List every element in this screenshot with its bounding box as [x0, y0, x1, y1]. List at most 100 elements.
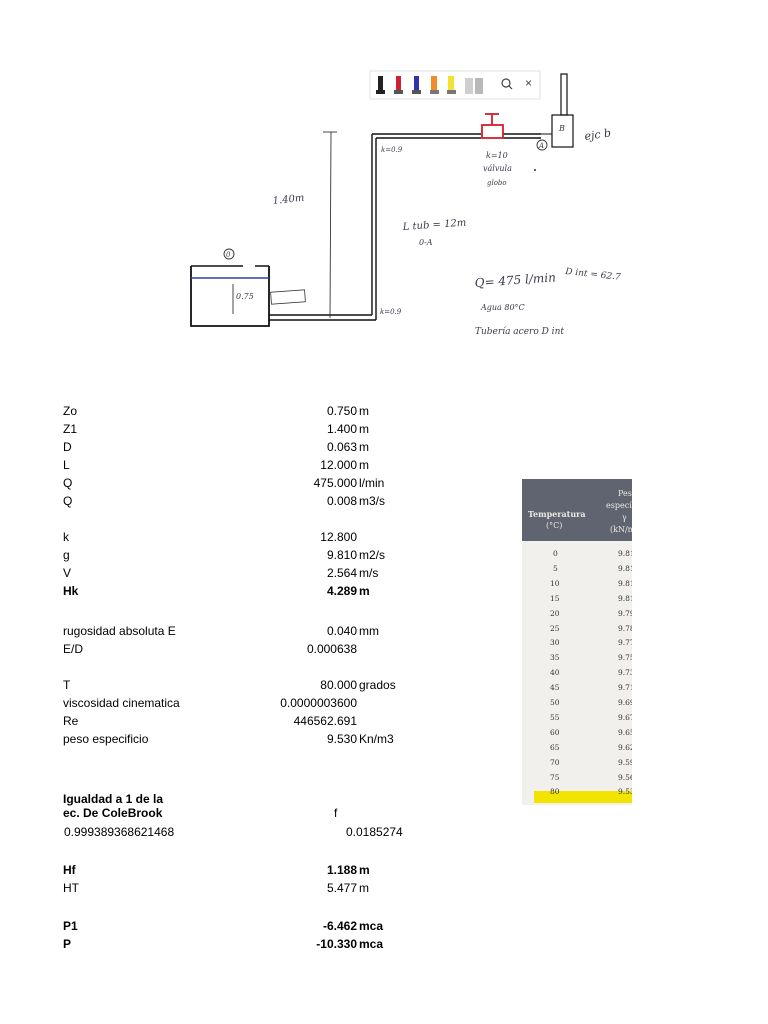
table-peso-cell: 9.69: [618, 698, 632, 707]
pen-toolbar[interactable]: ×: [369, 70, 541, 100]
table-temp-cell: 30: [550, 638, 560, 648]
table-header: Temperatura (°C) Peso específico γ (kN/m: [522, 479, 632, 541]
row-unit: m: [359, 584, 370, 598]
highlighter-yellow-icon[interactable]: [447, 76, 456, 94]
friction-factor-header: f: [334, 806, 338, 820]
table-peso-cell: 9.67: [618, 712, 632, 722]
row-label: E/D: [63, 642, 84, 656]
pen-blue-icon[interactable]: [412, 76, 421, 94]
row-value: 1.188: [326, 863, 357, 877]
valve-note-k: k=10: [486, 151, 508, 160]
table-peso-cell: 9.65: [618, 727, 632, 737]
row-value: 2.564: [326, 566, 357, 580]
tank-point-label: 0: [226, 251, 231, 259]
table-temp-cell: 75: [550, 772, 560, 782]
table-temp-cell: 45: [550, 683, 560, 693]
row-label: Q: [63, 494, 73, 508]
row-value: -10.330: [316, 937, 357, 951]
row-unit: Kn/m3: [359, 732, 394, 746]
reservoir-tank: 0 0.75: [190, 248, 306, 327]
row-unit: m: [359, 458, 369, 472]
pen-black-icon[interactable]: [376, 76, 385, 94]
point-b-label: B: [558, 124, 565, 133]
row-value: 0.750: [326, 404, 357, 418]
row-unit: grados: [359, 678, 396, 692]
table-temp-cell: 65: [550, 742, 560, 752]
water-properties-table: Temperatura (°C) Peso específico γ (kN/m…: [522, 479, 632, 805]
row-label: V: [63, 566, 72, 580]
row-label: D: [63, 440, 72, 454]
length-note-segment: 0-A: [419, 238, 433, 247]
close-icon[interactable]: ×: [525, 76, 532, 90]
table-temp-cell: 40: [550, 668, 560, 678]
k-bottom-label: k=0.9: [380, 308, 402, 316]
valve-note-type: válvula: [483, 164, 512, 173]
table-temp-cell: 80: [550, 787, 560, 797]
table-peso-cell: 9.59: [618, 757, 632, 767]
friction-factor-value: 0.0185274: [346, 825, 403, 839]
water-note: Agua 80°C: [480, 303, 525, 312]
peso-header-2: específico: [606, 501, 632, 510]
highlighter-orange-icon[interactable]: [430, 76, 439, 94]
colebrook-title-line-1: Igualdad a 1 de la: [63, 792, 164, 806]
eqb-label: ejc b: [584, 126, 612, 143]
row-label: P: [63, 937, 72, 951]
table-peso-cell: 9.73: [618, 668, 632, 678]
table-peso-cell: 9.81: [618, 563, 632, 573]
table-peso-cell: 9.71: [618, 683, 632, 693]
row-value: 0.063: [326, 440, 357, 454]
pipe: [269, 133, 541, 321]
colebrook-title-line-2: ec. De ColeBrook: [63, 806, 163, 820]
row-label: rugosidad absoluta E: [63, 624, 176, 638]
eraser-icon[interactable]: [465, 78, 483, 94]
length-note: L tub = 12m: [401, 218, 466, 233]
search-icon[interactable]: [501, 78, 513, 90]
row-label: T: [63, 678, 71, 692]
row-label: k: [63, 530, 69, 544]
pen-red-icon[interactable]: [394, 76, 403, 94]
height-dimension: [323, 131, 337, 319]
flow-note: Q= 475 l/min: [474, 270, 556, 290]
row-unit: m: [359, 440, 369, 454]
table-peso-cell: 9.81: [618, 593, 632, 603]
row-label: g: [63, 548, 70, 562]
row-value: 9.530: [326, 732, 357, 746]
table-temp-cell: 15: [550, 593, 560, 603]
peso-symbol-header: γ: [622, 513, 627, 522]
row-label: Re: [63, 714, 79, 728]
peso-unit-header: (kN/m: [610, 525, 632, 534]
row-label: Hk: [63, 584, 79, 598]
table-peso-cell: 9.77: [618, 638, 632, 648]
row-unit: m: [359, 881, 369, 895]
table-temp-cell: 60: [550, 727, 560, 737]
row-label: Hf: [63, 863, 76, 877]
row-unit: m2/s: [359, 548, 386, 562]
globe-valve: [481, 113, 504, 139]
row-value: 0.040: [326, 624, 357, 638]
k-top-label: k=0.9: [381, 146, 403, 154]
row-unit: m/s: [359, 566, 379, 580]
table-temp-cell: 35: [550, 653, 560, 663]
row-unit: mm: [359, 624, 379, 638]
table-peso-cell: 9.75: [618, 653, 632, 663]
row-unit: mca: [359, 937, 384, 951]
row-unit: m: [359, 863, 370, 877]
row-unit: mca: [359, 919, 384, 933]
pipe-system-sketch: × 0 0.75 B A ejc b: [190, 70, 621, 337]
row-unit: m: [359, 422, 369, 436]
row-value: 475.000: [313, 476, 357, 490]
valve-note-globe: globo: [487, 179, 507, 187]
